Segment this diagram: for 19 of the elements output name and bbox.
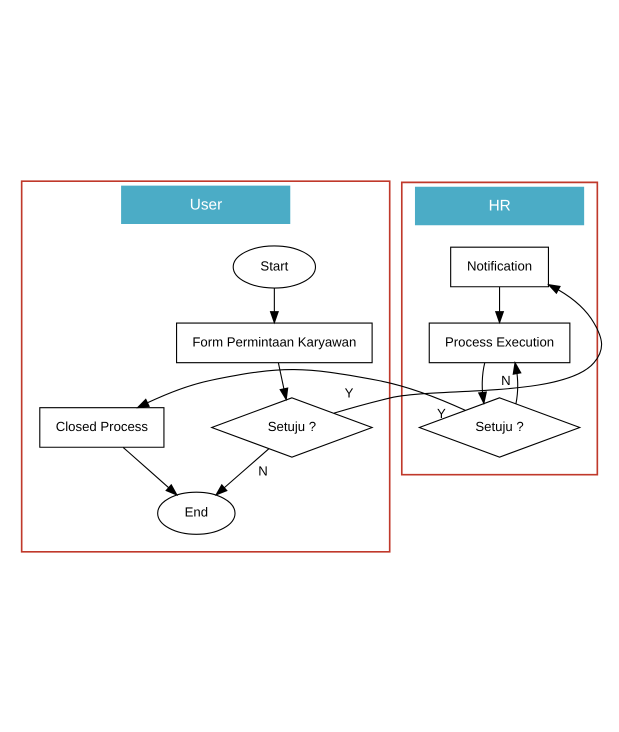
edge-label: Y	[437, 406, 446, 421]
arrow	[478, 362, 488, 404]
edge-label: N	[258, 463, 268, 478]
node-ellipse: Start	[232, 244, 316, 288]
node-diamond: Setuju ?	[210, 396, 374, 458]
arrow	[214, 448, 270, 496]
arrow	[122, 446, 178, 496]
node-box: Notification	[450, 246, 549, 287]
arrow	[334, 283, 602, 414]
arrow	[512, 360, 522, 404]
node-ellipse: End	[157, 491, 236, 534]
node-box: Form Permintaan Karyawan	[176, 322, 373, 363]
edge-label: N	[501, 372, 511, 388]
arrow	[136, 368, 466, 410]
node-box: Closed Process	[39, 406, 164, 448]
arrow	[278, 362, 288, 401]
node-box: Process Execution	[428, 322, 570, 363]
arrow	[270, 288, 279, 324]
arrow	[494, 286, 504, 324]
